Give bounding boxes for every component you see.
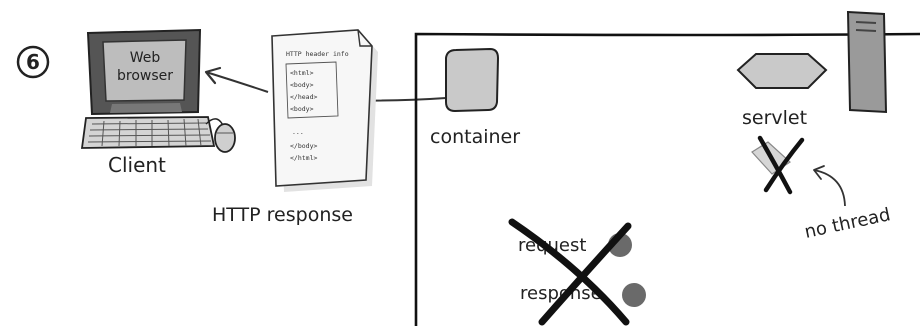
container-label: container [430,126,520,148]
doc-line-1: <html> [290,69,314,77]
container-icon [445,47,500,113]
monitor-icon [86,28,202,116]
http-response-label: HTTP response [212,204,353,226]
doc-line-2: <body> [290,81,314,89]
servlet-label: servlet [742,107,807,129]
screen-text-browser: browser [117,68,173,84]
step-badge: 6 [16,45,50,79]
doc-line-4: <body> [290,105,314,113]
servlet-icon [736,53,828,89]
response-object-icon [622,283,646,307]
client-label: Client [108,153,166,177]
client-computer: Web browser [80,28,236,153]
keyboard-icon [80,116,216,149]
doc-line-3: </head> [290,93,317,101]
http-response-document-icon [271,29,378,192]
response-label: response [520,283,602,304]
mouse-icon [205,118,236,153]
server-tower-icon [846,10,888,114]
no-thread-note: no thread [803,204,893,243]
removed-thread-icon [751,135,805,195]
note-arrow [813,165,846,207]
step-number: 6 [26,50,40,74]
doc-line-5: ... [292,128,304,136]
doc-header-text: HTTP header info [286,50,349,58]
doc-line-6: </body> [290,142,317,150]
big-cross-mark [508,218,632,326]
screen-text-web: Web [130,50,161,66]
doc-line-7: </html> [290,154,317,162]
